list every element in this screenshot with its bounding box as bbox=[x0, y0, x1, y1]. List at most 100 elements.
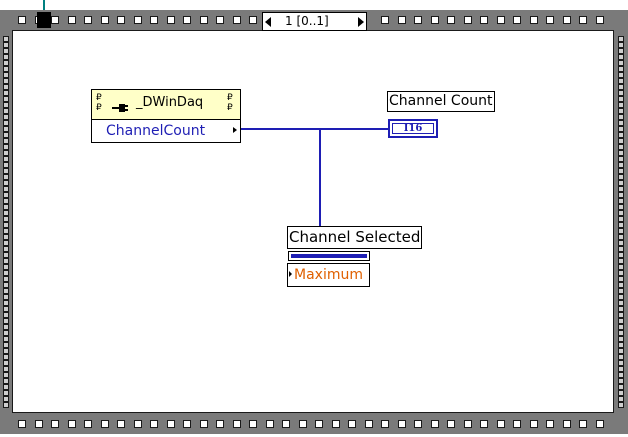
sprocket-hole bbox=[133, 16, 142, 24]
sprocket-hole bbox=[618, 228, 624, 234]
sprocket-hole bbox=[618, 174, 624, 180]
sprocket-hole bbox=[546, 420, 554, 428]
sprocket-hole bbox=[397, 420, 406, 428]
sprocket-hole bbox=[381, 420, 389, 428]
sprocket-hole bbox=[3, 132, 9, 138]
output-arrow-icon bbox=[233, 127, 237, 133]
sprocket-hole bbox=[18, 420, 26, 428]
integer-wire-branch[interactable] bbox=[319, 128, 321, 227]
integer-wire-horizontal[interactable] bbox=[241, 128, 389, 130]
sprocket-hole bbox=[3, 120, 9, 126]
sprocket-hole bbox=[18, 16, 26, 24]
sprocket-hole bbox=[618, 246, 624, 252]
sprocket-hole bbox=[3, 102, 9, 108]
sprocket-hole bbox=[595, 16, 604, 24]
sprocket-hole bbox=[3, 252, 9, 258]
sprocket-hole bbox=[3, 162, 9, 168]
sprocket-hole bbox=[84, 16, 92, 24]
frame-selector[interactable]: 1 [0..1] bbox=[262, 12, 367, 31]
sprocket-hole bbox=[67, 16, 76, 24]
sprocket-hole bbox=[3, 180, 9, 186]
increment-arrow-icon[interactable] bbox=[358, 17, 364, 27]
sprocket-hole bbox=[618, 138, 624, 144]
ring-constant[interactable]: Maximum bbox=[287, 263, 370, 287]
sprocket-hole bbox=[618, 36, 624, 42]
sprocket-hole bbox=[3, 84, 9, 90]
sprocket-hole bbox=[618, 348, 624, 354]
class-name: _DWinDaq bbox=[136, 95, 204, 110]
sprocket-hole bbox=[618, 360, 624, 366]
sprocket-hole bbox=[117, 16, 125, 24]
property-node[interactable]: ₽₽ _DWinDaq ₽₽ ChannelCount bbox=[91, 89, 241, 143]
sprocket-hole bbox=[3, 156, 9, 162]
ring-bar bbox=[288, 251, 370, 261]
sprocket-hole bbox=[463, 16, 472, 24]
sprocket-hole bbox=[3, 354, 9, 360]
sprocket-hole bbox=[618, 198, 624, 204]
sprocket-hole bbox=[496, 16, 505, 24]
sprocket-hole bbox=[3, 288, 9, 294]
sprocket-hole bbox=[364, 420, 373, 428]
error-in-icon: ₽₽ bbox=[96, 93, 102, 113]
sprocket-hole bbox=[3, 306, 9, 312]
sprocket-hole bbox=[100, 420, 109, 428]
sprocket-hole bbox=[480, 420, 488, 428]
sprocket-hole bbox=[618, 48, 624, 54]
sprocket-hole bbox=[315, 420, 323, 428]
sprocket-hole bbox=[3, 198, 9, 204]
sprocket-hole bbox=[3, 72, 9, 78]
sprocket-hole bbox=[3, 192, 9, 198]
sprocket-hole bbox=[618, 306, 624, 312]
sprocket-hole bbox=[618, 312, 624, 318]
sprocket-hole bbox=[618, 222, 624, 228]
sprocket-hole bbox=[3, 348, 9, 354]
sprocket-hole bbox=[3, 96, 9, 102]
sprocket-hole bbox=[397, 16, 406, 24]
sprocket-hole bbox=[618, 120, 624, 126]
sprocket-hole bbox=[3, 330, 9, 336]
sequence-tunnel[interactable] bbox=[37, 12, 51, 28]
sprocket-hole bbox=[381, 16, 389, 24]
sprocket-hole bbox=[618, 114, 624, 120]
sprocket-hole bbox=[496, 420, 505, 428]
sprocket-hole bbox=[3, 234, 9, 240]
sprocket-hole bbox=[3, 312, 9, 318]
sprocket-hole bbox=[618, 390, 624, 396]
property-name: ChannelCount bbox=[106, 123, 206, 139]
sprocket-hole bbox=[618, 240, 624, 246]
sprocket-hole bbox=[216, 16, 224, 24]
sprocket-hole bbox=[618, 354, 624, 360]
sequence-frame-diagram[interactable] bbox=[12, 30, 614, 413]
sprocket-hole bbox=[282, 420, 290, 428]
sprocket-hole bbox=[3, 390, 9, 396]
sprocket-hole bbox=[3, 342, 9, 348]
sprocket-hole bbox=[3, 246, 9, 252]
sprocket-hole bbox=[447, 420, 455, 428]
sprocket-hole bbox=[414, 420, 422, 428]
sprocket-hole bbox=[618, 264, 624, 270]
sprocket-hole bbox=[67, 420, 76, 428]
sprocket-hole bbox=[618, 234, 624, 240]
sprocket-hole bbox=[166, 16, 175, 24]
sprocket-hole bbox=[3, 282, 9, 288]
ring-value: Maximum bbox=[294, 267, 363, 283]
sprocket-hole bbox=[618, 252, 624, 258]
sprocket-hole bbox=[199, 16, 208, 24]
sprocket-hole bbox=[618, 276, 624, 282]
decrement-arrow-icon[interactable] bbox=[265, 17, 271, 27]
sprocket-hole bbox=[3, 204, 9, 210]
sprocket-hole bbox=[3, 66, 9, 72]
sprocket-hole bbox=[513, 16, 521, 24]
sprocket-hole bbox=[232, 16, 241, 24]
sprocket-hole bbox=[579, 420, 587, 428]
property-item[interactable]: ChannelCount bbox=[92, 120, 240, 142]
ring-arrow-icon[interactable] bbox=[289, 271, 292, 277]
sprocket-hole bbox=[3, 48, 9, 54]
i16-indicator-terminal[interactable]: I16 bbox=[388, 119, 438, 138]
sprocket-hole bbox=[463, 420, 472, 428]
sprocket-hole bbox=[3, 150, 9, 156]
sprocket-hole bbox=[249, 420, 257, 428]
sprocket-hole bbox=[430, 420, 439, 428]
sprocket-hole bbox=[618, 294, 624, 300]
activex-refnum-icon bbox=[112, 98, 130, 112]
